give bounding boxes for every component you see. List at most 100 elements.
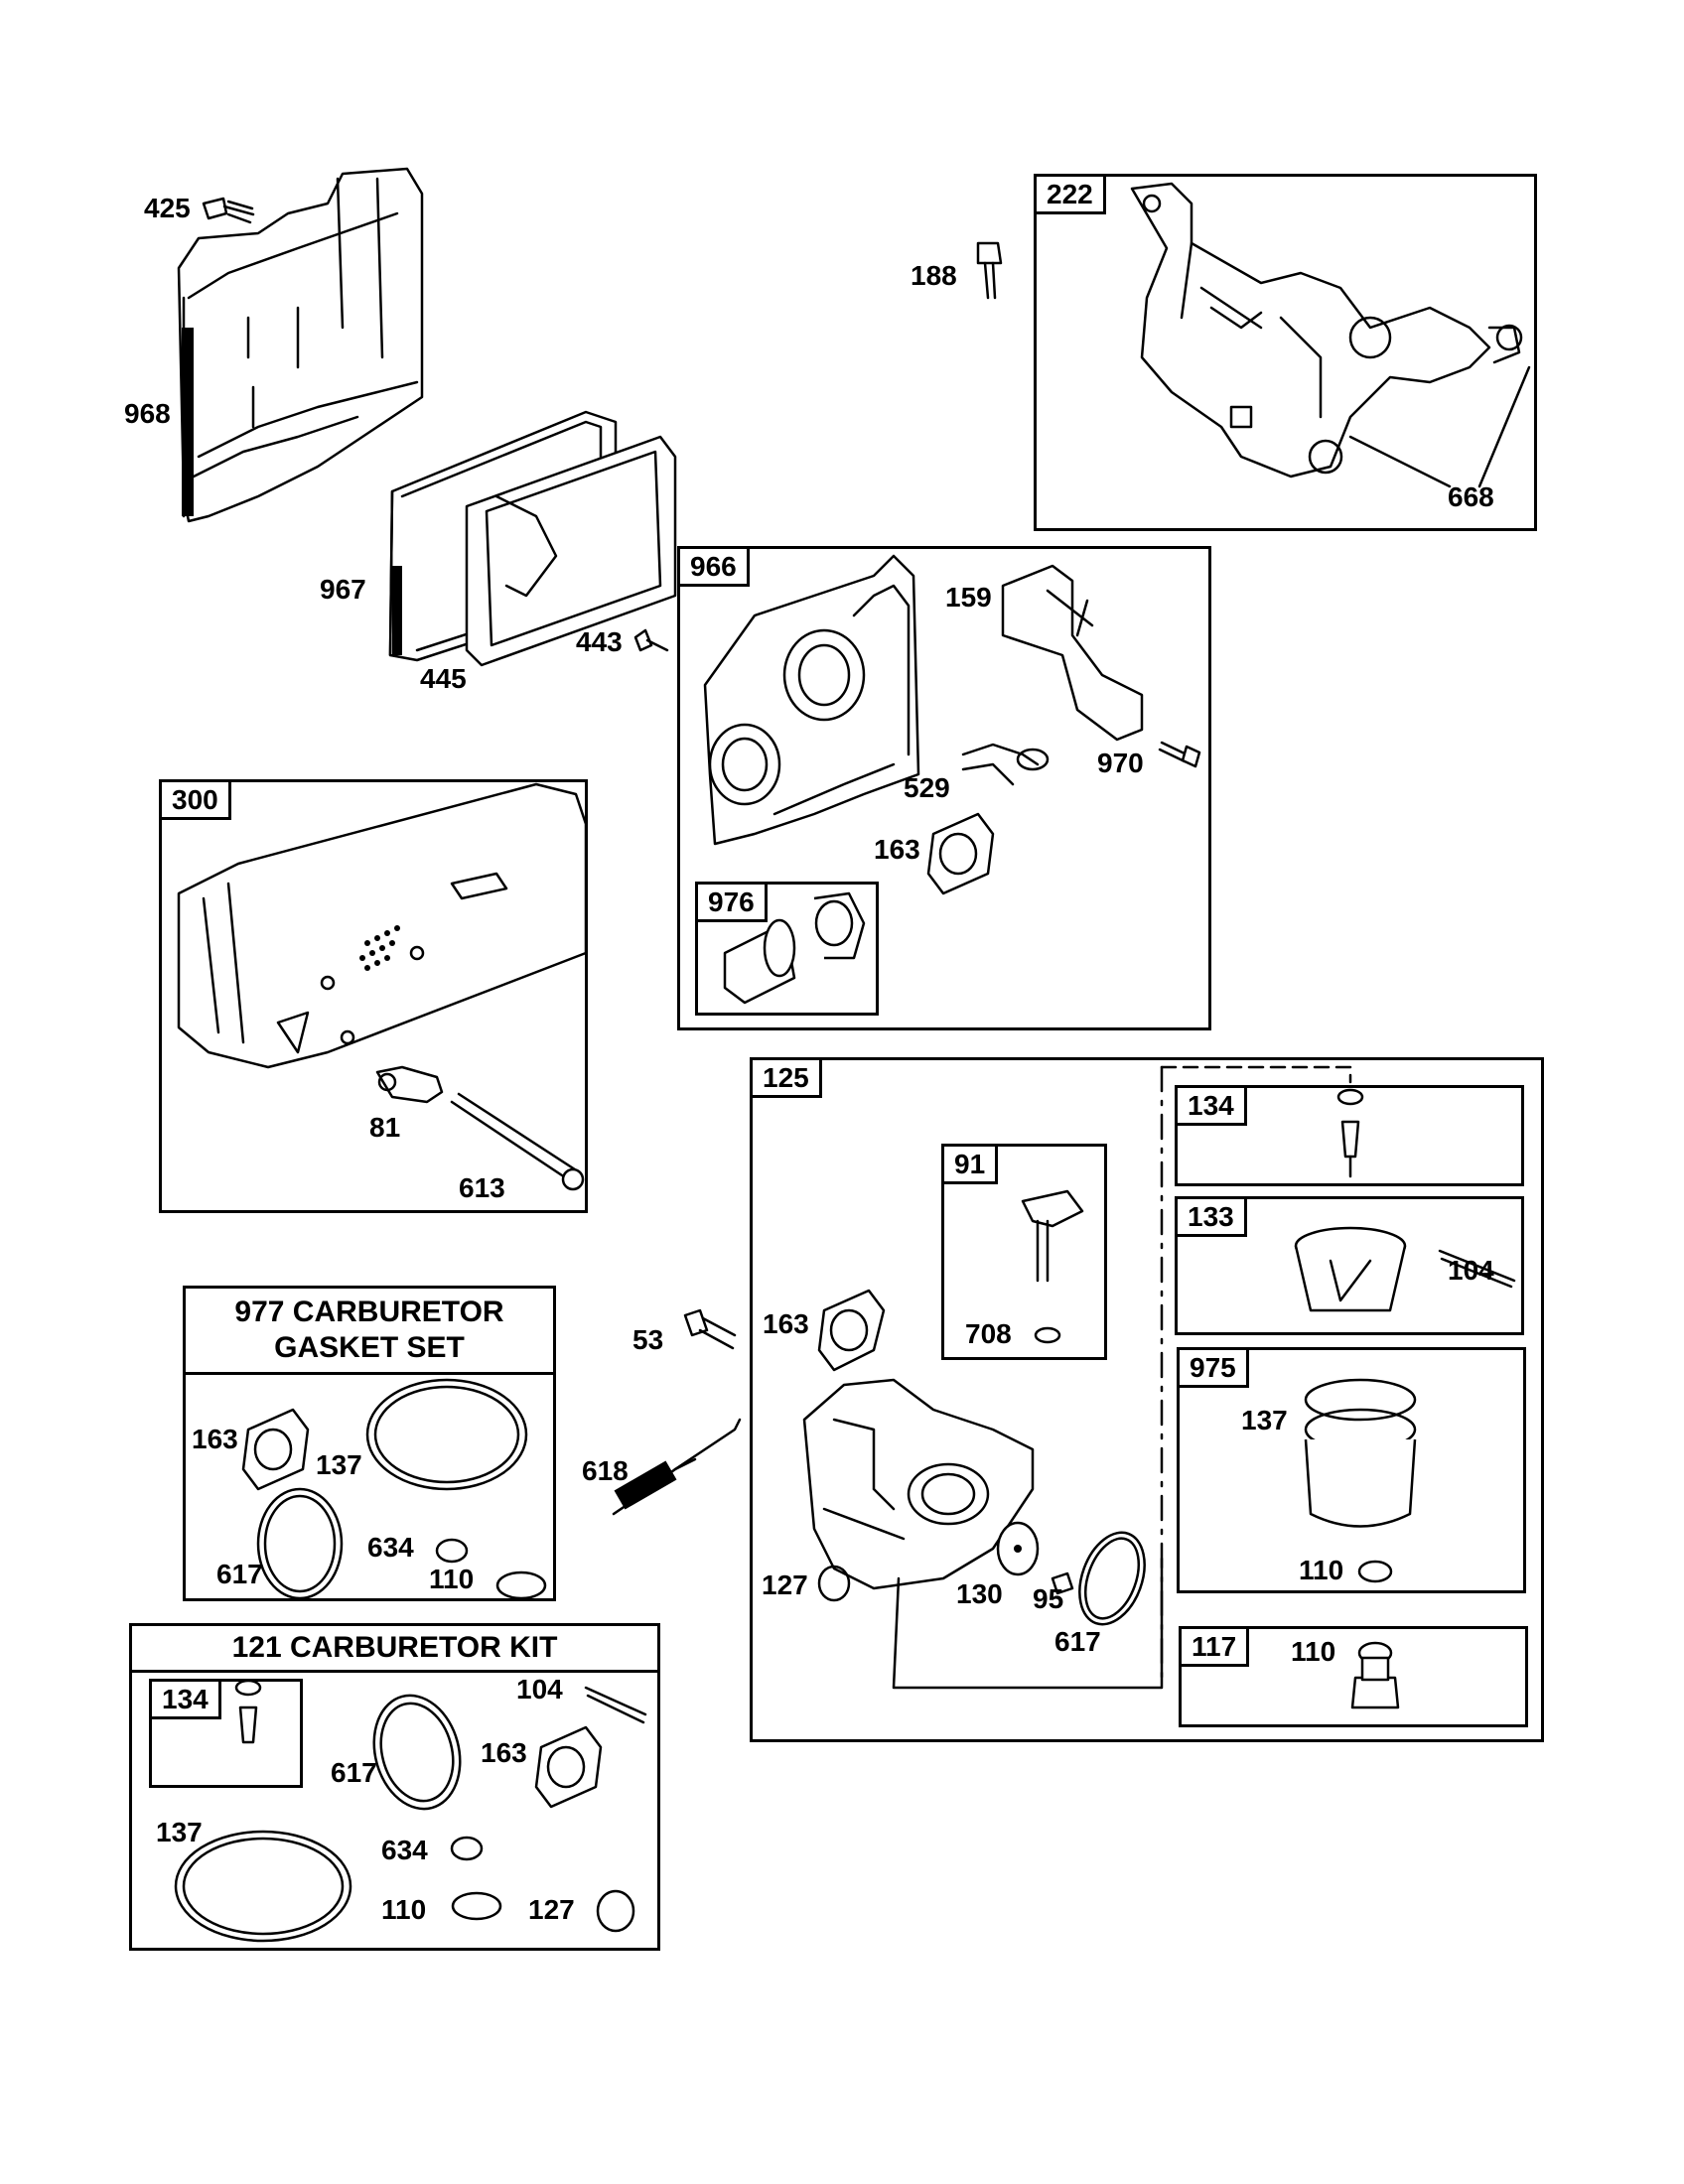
assembly-box-125: 125 [750, 1057, 1544, 1742]
part-label-443: 443 [576, 626, 623, 657]
washer-81 [375, 1065, 444, 1104]
part-label-163-a: 163 [874, 834, 920, 865]
welch-plug-127-b [596, 1889, 635, 1933]
bowl-975 [1304, 1378, 1417, 1528]
part-label-445: 445 [420, 663, 467, 694]
gasket-163-c [241, 1408, 310, 1491]
gasket-set-title-line1: 977 CARBURETOR [234, 1296, 504, 1328]
kit-sub-tag-134: 134 [152, 1682, 221, 1719]
box-tag-976: 976 [698, 885, 768, 922]
rod-613 [450, 1092, 585, 1191]
control-bracket-222 [1130, 182, 1531, 488]
box-tag-975: 975 [1180, 1350, 1249, 1388]
screw-53 [683, 1308, 737, 1350]
part-label-968: 968 [124, 398, 171, 429]
part-label-137-a: 137 [1241, 1405, 1288, 1435]
bolt-188 [976, 241, 1003, 300]
o-ring-617-a [1078, 1531, 1146, 1626]
part-label-529: 529 [904, 772, 950, 803]
pin-104-a [1438, 1249, 1516, 1289]
part-label-95: 95 [1033, 1583, 1064, 1614]
carburetor-125 [802, 1378, 1164, 1690]
part-label-708: 708 [965, 1318, 1012, 1349]
air-cleaner-base-966 [703, 554, 920, 846]
gasket-set-title: 977 CARBURETOR GASKET SET [186, 1289, 553, 1375]
assembly-box-222: 222 [1034, 174, 1537, 531]
part-label-634-b: 634 [381, 1835, 428, 1865]
part-label-81: 81 [369, 1112, 401, 1143]
part-label-967: 967 [320, 574, 366, 605]
part-label-159: 159 [945, 582, 992, 613]
part-label-104-a: 104 [1448, 1255, 1494, 1286]
washer-110-a [1357, 1560, 1393, 1583]
assembly-box-976: 976 [695, 882, 879, 1016]
box-tag-117: 117 [1182, 1629, 1250, 1667]
welch-plug-127-a [817, 1565, 851, 1602]
box-tag-134: 134 [1178, 1088, 1247, 1126]
assembly-box-133: 133 [1175, 1196, 1524, 1335]
assembly-box-117: 117 [1179, 1626, 1528, 1727]
nut-117 [1350, 1656, 1400, 1709]
part-label-634-a: 634 [367, 1532, 414, 1563]
box-tag-125: 125 [753, 1060, 822, 1098]
assembly-box-91: 91 [941, 1144, 1107, 1360]
pin-104-b [584, 1686, 647, 1724]
part-label-104-b: 104 [516, 1674, 563, 1705]
part-label-110-c: 110 [429, 1564, 475, 1594]
gasket-set-title-line2: GASKET SET [274, 1331, 465, 1364]
screw-443 [633, 628, 669, 652]
o-ring-617-b-inner [263, 1494, 337, 1593]
part-label-613: 613 [459, 1172, 505, 1203]
part-label-668: 668 [1448, 481, 1494, 512]
part-label-425: 425 [144, 193, 191, 223]
gasket-163-a [926, 812, 995, 895]
part-label-617-c: 617 [331, 1757, 377, 1788]
screw-425 [202, 197, 255, 224]
part-label-127-b: 127 [528, 1894, 575, 1925]
part-label-53: 53 [632, 1324, 664, 1355]
float-bowl-133 [1294, 1226, 1407, 1312]
part-label-137-b: 137 [316, 1449, 362, 1480]
part-label-163-b: 163 [763, 1308, 809, 1339]
part-label-110-a: 110 [1299, 1555, 1344, 1585]
box-tag-91: 91 [944, 1147, 999, 1184]
bracket-159 [1001, 564, 1144, 742]
assembly-box-300: 300 [159, 779, 588, 1213]
assembly-box-975: 975 [1177, 1347, 1526, 1593]
part-label-130: 130 [956, 1578, 1003, 1609]
float-91 [1021, 1189, 1084, 1344]
part-label-110-b: 110 [1291, 1636, 1336, 1667]
kit-sub-box-134: 134 [149, 1679, 303, 1788]
spring-618 [612, 1418, 742, 1516]
box-tag-300: 300 [162, 782, 231, 820]
seal-634-b [450, 1836, 484, 1861]
screw-95 [1051, 1571, 1074, 1595]
assembly-box-134: 134 [1175, 1085, 1524, 1186]
carburetor-kit-box-121: 121 CARBURETOR KIT 134 [129, 1623, 660, 1951]
tube-529 [961, 743, 1050, 786]
gasket-set-box-977: 977 CARBURETOR GASKET SET [183, 1286, 556, 1601]
air-cleaner-base-968 [177, 167, 424, 523]
box-tag-133: 133 [1178, 1199, 1247, 1237]
part-label-163-c: 163 [192, 1424, 238, 1454]
bolt-970 [1158, 741, 1201, 768]
part-label-110-d: 110 [381, 1894, 427, 1925]
part-label-137-c: 137 [156, 1817, 203, 1847]
filter-976 [723, 891, 866, 1005]
o-ring-137-a-inner [373, 1385, 520, 1484]
part-label-617-b: 617 [216, 1559, 263, 1589]
o-ring-617-c [372, 1694, 462, 1811]
carburetor-kit-title: 121 CARBURETOR KIT [132, 1626, 657, 1673]
o-ring-137-b-inner [182, 1837, 345, 1936]
assembly-box-966: 966 [677, 546, 1211, 1030]
part-label-970: 970 [1097, 748, 1144, 778]
o-ring-617-c-inner [379, 1702, 455, 1803]
box-tag-966: 966 [680, 549, 750, 587]
part-label-188: 188 [911, 260, 957, 291]
plate-130 [996, 1521, 1040, 1576]
o-ring-137-a [365, 1378, 528, 1491]
gasket-163-d [534, 1725, 603, 1809]
gasket-163-b [817, 1289, 886, 1372]
filter-frame-445 [465, 435, 677, 667]
